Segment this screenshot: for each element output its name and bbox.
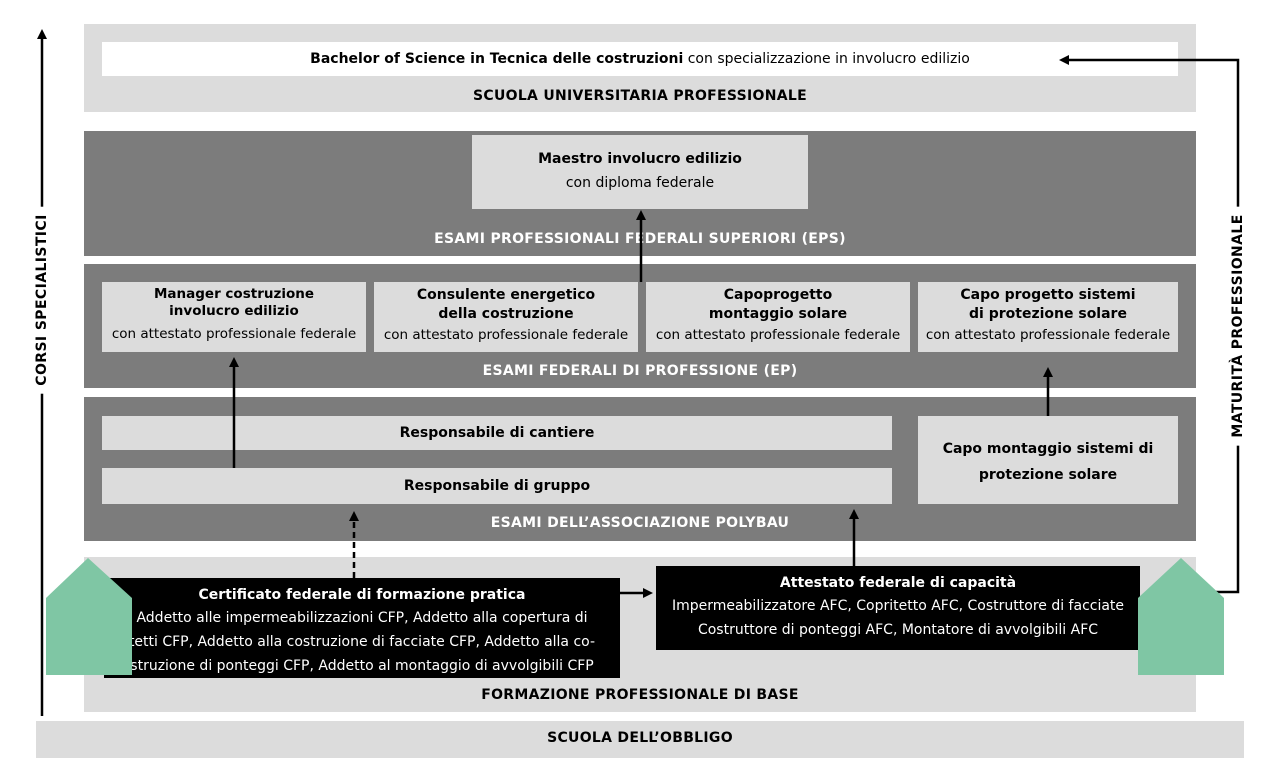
maturita-professionale-text: MATURITÀ PROFESSIONALE (1230, 214, 1246, 438)
cfp-line: Addetto alle impermeabilizzazioni CFP, A… (136, 610, 588, 626)
house-icon (46, 558, 132, 675)
ep-band: Manager costruzione involucro edilizio c… (84, 264, 1196, 388)
maestro-box: Maestro involucro edilizio con diploma f… (472, 135, 808, 209)
ep-box-sub: con attestato professionale federale (383, 327, 629, 343)
corsi-specialistici-label: CORSI SPECIALISTICI (34, 206, 50, 394)
cfp-box: Certificato federale di formazione prati… (104, 578, 620, 678)
ep-box-consulente: Consulente energetico della costruzione … (374, 282, 638, 352)
polybau-label: ESAMI DELL’ASSOCIAZIONE POLYBAU (490, 515, 790, 531)
house-icon (1138, 558, 1224, 675)
university-label: SCUOLA UNIVERSITARIA PROFESSIONALE (473, 88, 807, 104)
ep-box-title-line2: di protezione solare (969, 306, 1127, 322)
cfp-line: struzione di ponteggi CFP, Addetto al mo… (130, 658, 594, 674)
bachelor-title: Bachelor of Science in Tecnica delle cos… (310, 51, 684, 67)
ep-box-title-line2: della costruzione (438, 306, 574, 322)
afc-box: Attestato federale di capacità Impermeab… (656, 566, 1140, 650)
ep-label: ESAMI FEDERALI DI PROFESSIONE (EP) (482, 363, 798, 379)
maturita-professionale-label: MATURITÀ PROFESSIONALE (1230, 206, 1246, 446)
polybau-band: Responsabile di cantiere Responsabile di… (84, 397, 1196, 541)
responsabile-gruppo-box: Responsabile di gruppo (102, 468, 892, 504)
ep-box-sub: con attestato professionale federale (925, 327, 1171, 343)
right-maturita-arrow (1059, 55, 1240, 594)
university-band: Bachelor of Science in Tecnica delle cos… (84, 24, 1196, 112)
obbligo-band: SCUOLA DELL’OBBLIGO (36, 721, 1244, 758)
obbligo-label: SCUOLA DELL’OBBLIGO (547, 730, 733, 746)
maestro-title: Maestro involucro edilizio (538, 151, 742, 167)
corsi-specialistici-text: CORSI SPECIALISTICI (34, 214, 50, 386)
ep-box-sub: con attestato professionale federale (111, 326, 357, 342)
capo-montaggio-line1: Capo montaggio sistemi di (942, 441, 1154, 457)
bachelor-specialization: con specializzazione in involucro ediliz… (687, 51, 970, 67)
afc-line: Costruttore di ponteggi AFC, Montatore d… (697, 622, 1099, 638)
ep-box-title-line1: Capoprogetto (723, 287, 833, 303)
bachelor-box: Bachelor of Science in Tecnica delle cos… (102, 42, 1178, 76)
ep-box-manager: Manager costruzione involucro edilizio c… (102, 282, 366, 352)
maestro-subtitle: con diploma federale (565, 175, 715, 191)
ep-box-capoprogetto-solare: Capoprogetto montaggio solare con attest… (646, 282, 910, 352)
cfp-line: tetti CFP, Addetto alla costruzione di f… (128, 634, 596, 650)
ep-box-sub: con attestato professionale federale (655, 327, 901, 343)
capo-montaggio-line2: protezione solare (978, 467, 1118, 483)
ep-box-capo-progetto-protezione: Capo progetto sistemi di protezione sola… (918, 282, 1178, 352)
ep-box-title-line1: Capo progetto sistemi (960, 287, 1136, 303)
afc-title: Attestato federale di capacità (779, 575, 1017, 591)
ep-box-title-line2: involucro edilizio (169, 303, 299, 319)
afc-line: Impermeabilizzatore AFC, Copritetto AFC,… (671, 598, 1125, 614)
cfp-title: Certificato federale di formazione prati… (198, 587, 526, 603)
ep-box-title-line1: Manager costruzione (153, 286, 314, 302)
ep-box-title-line1: Consulente energetico (416, 287, 596, 303)
capo-montaggio-box: Capo montaggio sistemi di protezione sol… (918, 416, 1178, 504)
ep-box-title-line2: montaggio solare (708, 306, 848, 322)
base-label: FORMAZIONE PROFESSIONALE DI BASE (481, 687, 799, 703)
